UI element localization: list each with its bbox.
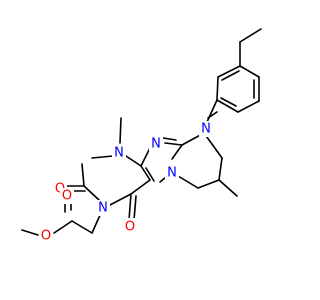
bonds <box>21 28 262 236</box>
bond <box>162 137 177 141</box>
atom-n-aryl: N <box>199 121 213 137</box>
label-background <box>96 200 110 216</box>
bond <box>206 99 218 123</box>
label-background <box>123 218 137 234</box>
structure-svg: N N N N N O O O <box>21 28 262 244</box>
bond <box>21 229 39 236</box>
bond <box>171 144 183 160</box>
bond <box>91 155 114 159</box>
bond <box>83 185 100 201</box>
atom-label: N <box>151 137 161 152</box>
bond <box>221 70 240 81</box>
bond <box>239 28 262 43</box>
atom-n-bridgehead: N <box>165 165 179 181</box>
bond <box>197 179 220 189</box>
bond <box>218 157 223 181</box>
atom-o-ester-carbonyl: O <box>60 188 74 204</box>
atom-label: N <box>98 201 108 216</box>
bond <box>145 167 155 182</box>
atom-label: N <box>114 146 124 161</box>
label-background <box>60 188 74 204</box>
bond <box>216 99 239 113</box>
bond <box>177 175 199 189</box>
bond <box>128 193 132 221</box>
atom-label: O <box>125 220 135 235</box>
bond <box>119 117 122 144</box>
atom-label: N <box>201 122 211 137</box>
bond <box>130 179 151 195</box>
atom-n-imide: N <box>96 200 110 216</box>
label-background <box>149 136 163 152</box>
bond <box>203 132 223 159</box>
bond <box>107 193 132 207</box>
atom-n-methyl-top: N <box>112 145 126 161</box>
bond <box>164 142 183 146</box>
atom-n-imidazole-top: N <box>149 136 163 152</box>
bond <box>237 100 260 113</box>
bond <box>216 76 219 101</box>
atom-o-ester-ether: O <box>39 228 53 244</box>
molecule-diagram: N N N N N O O O <box>21 28 262 244</box>
atom-label: O <box>41 229 51 244</box>
label-background <box>199 121 213 137</box>
bond <box>133 195 137 221</box>
bond <box>140 165 151 181</box>
bond <box>220 97 237 107</box>
label-background <box>112 145 126 161</box>
bond <box>218 179 238 197</box>
label-background <box>39 228 53 244</box>
bond <box>217 65 241 78</box>
bond <box>91 212 102 234</box>
bond <box>81 163 85 187</box>
bond <box>239 65 260 78</box>
atom-labels: N N N N N O O O <box>39 121 213 244</box>
atom-label: N <box>167 166 177 181</box>
atom-o-carbonyl-lower: O <box>123 218 137 235</box>
bond <box>53 220 73 234</box>
atom-label: O <box>62 189 72 204</box>
label-background <box>165 165 179 181</box>
bond <box>71 220 93 234</box>
